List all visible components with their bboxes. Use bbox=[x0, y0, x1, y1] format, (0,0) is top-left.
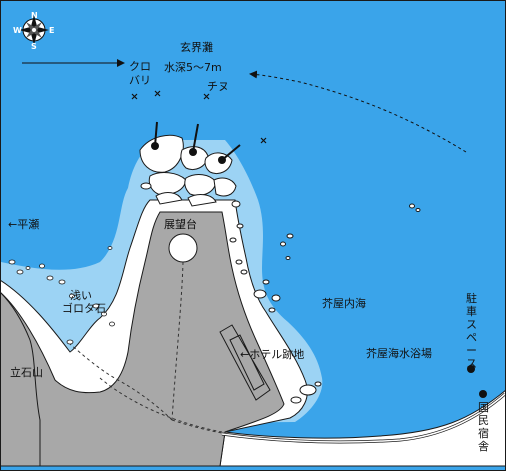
walking-trail bbox=[69, 261, 223, 434]
parking-label: 駐車スペース bbox=[466, 292, 477, 370]
west-shore-rocks bbox=[8, 246, 115, 345]
lodge-dot bbox=[479, 390, 487, 398]
fish-kuro-label: クロ bbox=[129, 60, 151, 73]
shallow-label: 浅い bbox=[70, 289, 92, 302]
compass-s-label: S bbox=[31, 42, 37, 51]
lodge-label: 国民宿舎 bbox=[478, 401, 489, 453]
compass-icon bbox=[19, 15, 49, 45]
road-edge bbox=[99, 377, 223, 433]
hotel-ruins-label: ←ホテル跡地 bbox=[240, 348, 305, 361]
hotel-ruins bbox=[219, 324, 271, 401]
compass-e-label: E bbox=[49, 26, 55, 35]
depth-label: 水深5～7m bbox=[164, 61, 222, 74]
tateishi-label: 立石山 bbox=[10, 366, 43, 379]
inner-sea-label: 芥屋内海 bbox=[322, 297, 366, 310]
beach-sand bbox=[219, 389, 506, 467]
beach-label: 芥屋海水浴場 bbox=[366, 347, 432, 360]
hirase-label: ←平瀬 bbox=[8, 218, 40, 231]
cobblestone-label: ゴロタ石 bbox=[62, 302, 106, 315]
compass-n-label: N bbox=[31, 11, 38, 20]
compass-w-label: W bbox=[13, 26, 22, 35]
parking-dot bbox=[467, 365, 475, 373]
sea-name-label: 玄界灘 bbox=[180, 41, 213, 54]
fish-chinu-label: チヌ bbox=[207, 80, 229, 93]
current-arrows bbox=[22, 59, 467, 153]
fish-x-marks bbox=[131, 90, 267, 144]
observation-deck-label: 展望台 bbox=[164, 218, 197, 231]
observation-deck bbox=[168, 233, 198, 263]
tateishi-mountain bbox=[0, 291, 41, 467]
fish-bari-label: バリ bbox=[129, 74, 151, 87]
land-mass bbox=[0, 211, 285, 467]
rocky-tip bbox=[139, 134, 421, 404]
